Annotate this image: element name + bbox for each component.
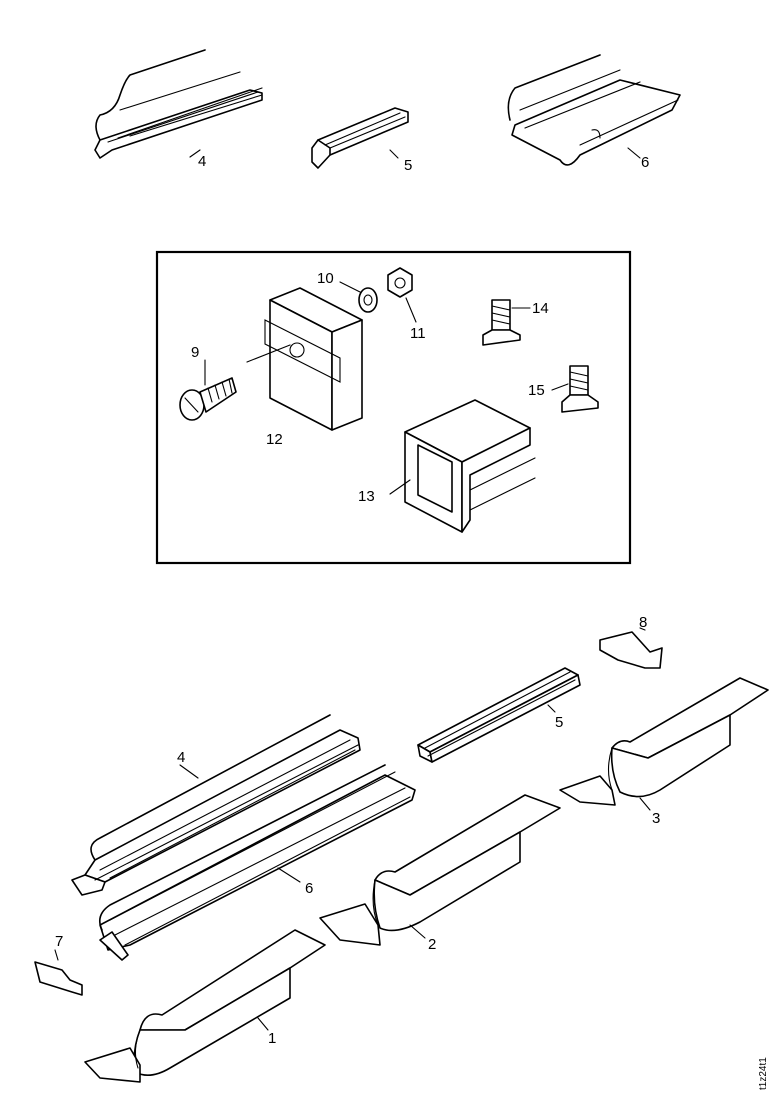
callout-9: 9 bbox=[191, 344, 199, 361]
callout-6-bottom: 6 bbox=[305, 880, 313, 897]
callout-2: 2 bbox=[428, 936, 436, 953]
screw-14 bbox=[482, 299, 531, 346]
profile-6-detail bbox=[507, 54, 681, 166]
rail-4 bbox=[71, 714, 361, 896]
clip-8 bbox=[599, 627, 663, 669]
profile-5-detail bbox=[311, 107, 409, 169]
callout-5-top: 5 bbox=[404, 157, 412, 174]
callout-15: 15 bbox=[528, 382, 545, 399]
figure-code: t1z24t1 bbox=[758, 1057, 769, 1090]
callout-5-bottom: 5 bbox=[555, 714, 563, 731]
callout-4-bottom: 4 bbox=[177, 749, 185, 766]
callout-11: 11 bbox=[410, 325, 426, 342]
trough-1 bbox=[84, 929, 326, 1083]
block-12 bbox=[246, 287, 363, 431]
callout-1: 1 bbox=[268, 1030, 276, 1047]
hardware-detail-frame bbox=[155, 250, 632, 565]
washer-10 bbox=[339, 281, 378, 313]
callout-8: 8 bbox=[639, 614, 647, 631]
callout-10: 10 bbox=[317, 270, 334, 287]
callout-13: 13 bbox=[358, 488, 375, 505]
callout-14: 14 bbox=[532, 300, 549, 317]
callout-6-top: 6 bbox=[641, 154, 649, 171]
rail-6 bbox=[99, 764, 416, 961]
screw-15 bbox=[551, 365, 599, 413]
callout-12: 12 bbox=[266, 431, 283, 448]
callout-4-top: 4 bbox=[198, 153, 206, 170]
profile-4-detail bbox=[94, 49, 263, 159]
clip-7 bbox=[34, 949, 83, 996]
rail-5 bbox=[417, 667, 581, 763]
bracket-13 bbox=[389, 399, 536, 533]
callout-3: 3 bbox=[652, 810, 660, 827]
nut-11 bbox=[387, 267, 417, 323]
screw-9 bbox=[179, 359, 237, 421]
callout-7: 7 bbox=[55, 933, 63, 950]
trough-3 bbox=[559, 677, 769, 811]
trough-2 bbox=[319, 794, 561, 946]
